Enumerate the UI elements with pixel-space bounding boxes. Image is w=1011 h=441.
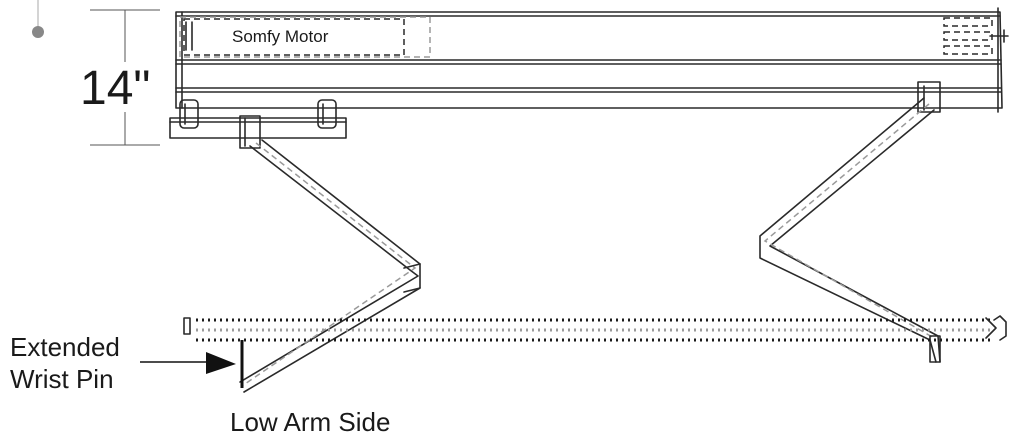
left-arm [239,139,421,393]
marker-dot [32,0,44,38]
right-arm [759,81,941,363]
end-cap-detail [943,17,1009,55]
motor-outline [179,16,431,58]
wrist-pin-label-line1: Extended [10,332,120,362]
low-arm-side-label: Low Arm Side [230,407,390,437]
motor-label: Somfy Motor [232,27,329,46]
left-mount-bracket [169,99,347,149]
wrist-pin [140,340,244,388]
front-bar [183,315,1007,342]
height-dimension-line [90,9,160,146]
wrist-pin-label-line2: Wrist Pin [10,364,114,394]
height-dimension-label: 14" [80,62,150,115]
awning-housing [175,7,1003,113]
